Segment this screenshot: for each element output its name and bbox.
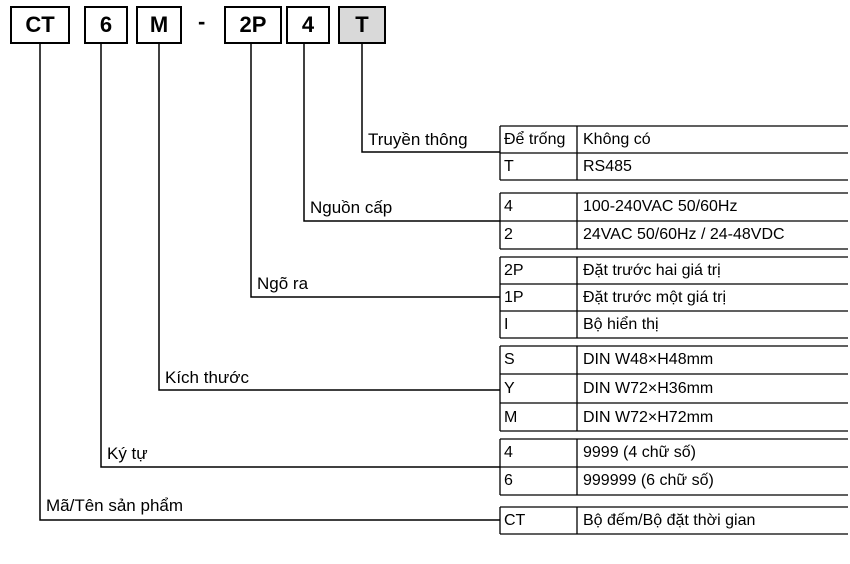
option-code: T xyxy=(504,158,514,175)
connector-size xyxy=(158,44,500,391)
connector-product xyxy=(39,44,500,521)
option-desc: DIN W72×H72mm xyxy=(583,409,714,426)
option-desc: 999999 (6 chữ số) xyxy=(583,472,714,489)
label-communication: Truyền thông xyxy=(368,130,468,149)
option-desc: DIN W48×H48mm xyxy=(583,351,714,368)
option-code: I xyxy=(504,316,509,333)
code-box-size: M xyxy=(136,6,182,44)
connector-comm xyxy=(361,44,500,153)
option-desc: 100-240VAC 50/60Hz xyxy=(583,198,738,215)
option-desc: Đặt trước hai giá trị xyxy=(583,262,721,279)
code-separator: - xyxy=(198,9,206,34)
label-digits: Ký tự xyxy=(107,444,148,463)
option-code: S xyxy=(504,351,515,368)
option-table-borders xyxy=(499,125,848,535)
option-code: 2P xyxy=(504,262,524,279)
connector-output xyxy=(250,44,500,298)
code-box-product: CT xyxy=(10,6,70,44)
option-desc: DIN W72×H36mm xyxy=(583,380,714,397)
code-box-output: 2P xyxy=(224,6,282,44)
option-desc: RS485 xyxy=(583,158,632,175)
label-size: Kích thước xyxy=(165,368,249,387)
option-desc: Đặt trước một giá trị xyxy=(583,289,727,306)
option-code: 1P xyxy=(504,289,524,306)
option-code: 2 xyxy=(504,226,513,243)
option-desc: Bộ đếm/Bộ đặt thời gian xyxy=(583,512,756,529)
code-box-digits: 6 xyxy=(84,6,128,44)
connector-digits xyxy=(100,44,500,468)
option-code: Y xyxy=(504,380,515,397)
option-code: M xyxy=(504,409,518,426)
option-code: 4 xyxy=(504,198,513,215)
option-code: CT xyxy=(504,512,526,529)
label-output: Ngõ ra xyxy=(257,274,309,293)
option-code: 4 xyxy=(504,444,513,461)
connector-power xyxy=(303,44,500,222)
option-code: Để trống xyxy=(504,131,566,148)
code-box-comm: T xyxy=(338,6,386,44)
label-product-name: Mã/Tên sản phẩm xyxy=(46,496,184,515)
option-desc: Bộ hiển thị xyxy=(583,316,659,333)
label-power-supply: Nguồn cấp xyxy=(310,198,393,217)
option-desc: 9999 (4 chữ số) xyxy=(583,444,696,461)
option-code: 6 xyxy=(504,472,513,489)
code-box-power: 4 xyxy=(286,6,330,44)
option-desc: 24VAC 50/60Hz / 24-48VDC xyxy=(583,226,785,243)
option-desc: Không có xyxy=(583,131,651,148)
